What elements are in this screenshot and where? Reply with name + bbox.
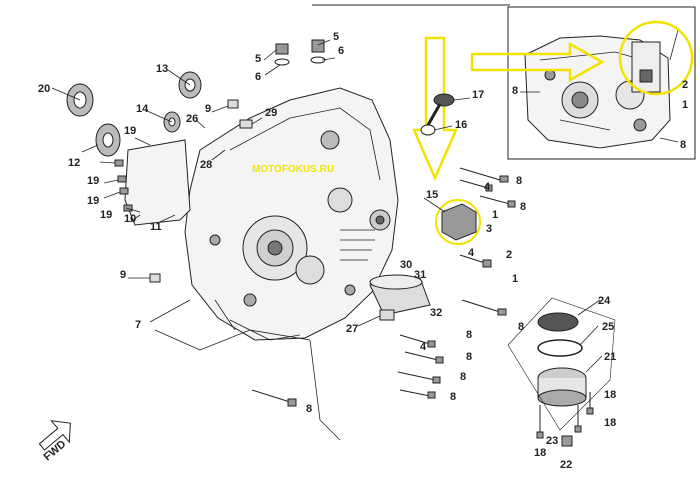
- callout-30: 30: [400, 259, 412, 271]
- callout-4: 4: [468, 247, 475, 259]
- inset-callout-2: 2: [682, 79, 688, 91]
- inset-detail-view: [507, 6, 696, 160]
- highlight-circle: [618, 20, 694, 96]
- callout-19: 19: [124, 125, 136, 137]
- callout-8: 8: [450, 391, 456, 403]
- filter-dashed-outline: [507, 297, 616, 431]
- callout-23: 23: [546, 435, 558, 447]
- leader-lines: [51, 39, 603, 441]
- callout-19: 19: [87, 195, 99, 207]
- callout-1: 1: [492, 209, 498, 221]
- callout-25: 25: [602, 321, 614, 333]
- callout-1: 1: [512, 273, 518, 285]
- inset-callout-1: 1: [682, 99, 688, 111]
- callout-7: 7: [135, 319, 141, 331]
- callout-19: 19: [87, 175, 99, 187]
- callout-9: 9: [205, 103, 211, 115]
- fwd-label: FWD: [42, 438, 69, 463]
- highlight-circle-part3: [435, 199, 481, 245]
- callout-10: 10: [124, 213, 136, 225]
- watermark-text: MOTOFOKUS.RU: [252, 164, 334, 175]
- filter-housing-21: [537, 367, 587, 407]
- callout-15: 15: [426, 189, 438, 201]
- callout-9: 9: [120, 269, 126, 281]
- o-ring-25: [537, 339, 583, 357]
- callout-12: 12: [68, 157, 80, 169]
- callout-21: 21: [604, 351, 616, 363]
- callout-29: 29: [265, 107, 277, 119]
- callout-31: 31: [414, 269, 426, 281]
- callout-16: 16: [455, 119, 467, 131]
- callout-18: 18: [534, 447, 546, 459]
- side-cover-plate: [124, 139, 191, 226]
- callout-14: 14: [136, 103, 149, 115]
- callout-22: 22: [560, 459, 572, 471]
- sleeve-30-32: [369, 274, 431, 316]
- callout-19: 19: [100, 209, 112, 221]
- callout-27: 27: [346, 323, 358, 335]
- callout-24: 24: [598, 295, 611, 307]
- callout-2: 2: [506, 249, 512, 261]
- callout-20: 20: [38, 83, 50, 95]
- highlight-arrow-right: [470, 41, 605, 83]
- crankcase: [184, 87, 399, 341]
- callout-8: 8: [516, 175, 522, 187]
- callout-8: 8: [518, 321, 524, 333]
- highlight-arrow-down: [412, 36, 458, 182]
- oil-filter-24: [537, 312, 579, 332]
- callout-13: 13: [156, 63, 168, 75]
- inset-callout-8: 8: [512, 85, 518, 97]
- callout-8: 8: [520, 201, 526, 213]
- callout-8: 8: [466, 329, 472, 341]
- callout-8: 8: [466, 351, 472, 363]
- callout-4: 4: [420, 341, 427, 353]
- callout-8: 8: [306, 403, 312, 415]
- callout-5: 5: [333, 31, 339, 43]
- callout-4: 4: [484, 181, 491, 193]
- dipstick: [420, 93, 455, 136]
- callout-18: 18: [604, 417, 616, 429]
- bearing-12: [95, 123, 121, 157]
- callout-32: 32: [430, 307, 442, 319]
- callout-6: 6: [338, 45, 344, 57]
- part-3-block: [441, 203, 477, 241]
- drain-plug-right: [310, 39, 326, 64]
- bolt-group: [114, 99, 594, 447]
- callout-18: 18: [604, 389, 616, 401]
- fwd-arrow: FWD: [38, 420, 71, 463]
- callout-8: 8: [460, 371, 466, 383]
- callout-26: 26: [186, 113, 198, 125]
- callout-17: 17: [472, 89, 484, 101]
- inset-callout-8: 8: [680, 139, 686, 151]
- drain-plug-left: [274, 43, 290, 66]
- callout-28: 28: [200, 159, 212, 171]
- callout-6: 6: [255, 71, 261, 83]
- callout-3: 3: [486, 223, 492, 235]
- callout-11: 11: [150, 221, 162, 233]
- callout-labels: 20 13 5 6 5 6 14 26 9 29 17 16 12 19 19 …: [38, 31, 688, 471]
- callout-5: 5: [255, 53, 261, 65]
